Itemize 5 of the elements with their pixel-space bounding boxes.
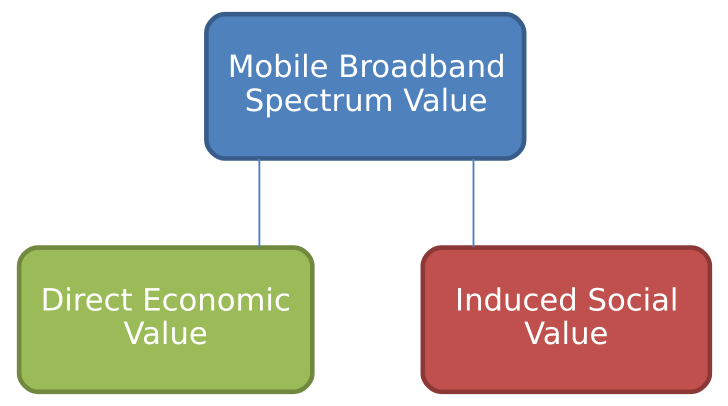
node-box: Induced Social Value [420,245,712,394]
node-box: Direct Economic Value [16,245,314,394]
node-box: Mobile Broadband Spectrum Value [204,12,526,161]
connector [472,158,474,248]
connector [258,158,260,248]
